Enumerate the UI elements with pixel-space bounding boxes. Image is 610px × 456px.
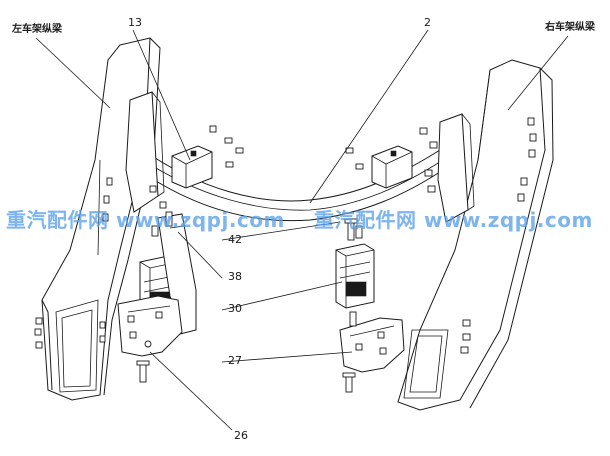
left-bracket-plate <box>125 91 165 213</box>
right-frame-rail-label: 右车架纵梁 <box>545 22 595 33</box>
right-rail-bolt-holes <box>460 117 537 354</box>
left-mount-bolts <box>136 211 173 383</box>
left-rail-bolt-holes <box>34 177 113 349</box>
callout-13: 13 <box>128 16 142 29</box>
left-lower-bracket <box>117 295 183 357</box>
left-support-bracket <box>157 213 197 335</box>
callout-27: 27 <box>228 354 242 367</box>
right-frame-rail <box>397 59 554 411</box>
right-lower-bracket <box>339 317 405 373</box>
leader-lines <box>35 29 569 431</box>
watermark-right: 重汽配件网 www.zqpj.com <box>314 208 593 232</box>
left-cross-member-bracket <box>171 145 213 189</box>
right-mount-bolts <box>342 218 363 393</box>
callout-38: 38 <box>228 270 242 283</box>
right-engine-mount <box>335 243 375 309</box>
watermark-left: 重汽配件网 www.zqpj.com <box>6 208 285 232</box>
right-cross-member-bracket <box>371 145 413 189</box>
cross-member-bolts <box>149 125 438 209</box>
callout-30: 30 <box>228 302 242 315</box>
callout-2: 2 <box>424 16 431 29</box>
callout-42: 42 <box>228 233 242 246</box>
left-frame-rail-label: 左车架纵梁 <box>12 24 62 35</box>
right-bracket-plate <box>437 113 475 223</box>
callout-26: 26 <box>234 429 248 442</box>
